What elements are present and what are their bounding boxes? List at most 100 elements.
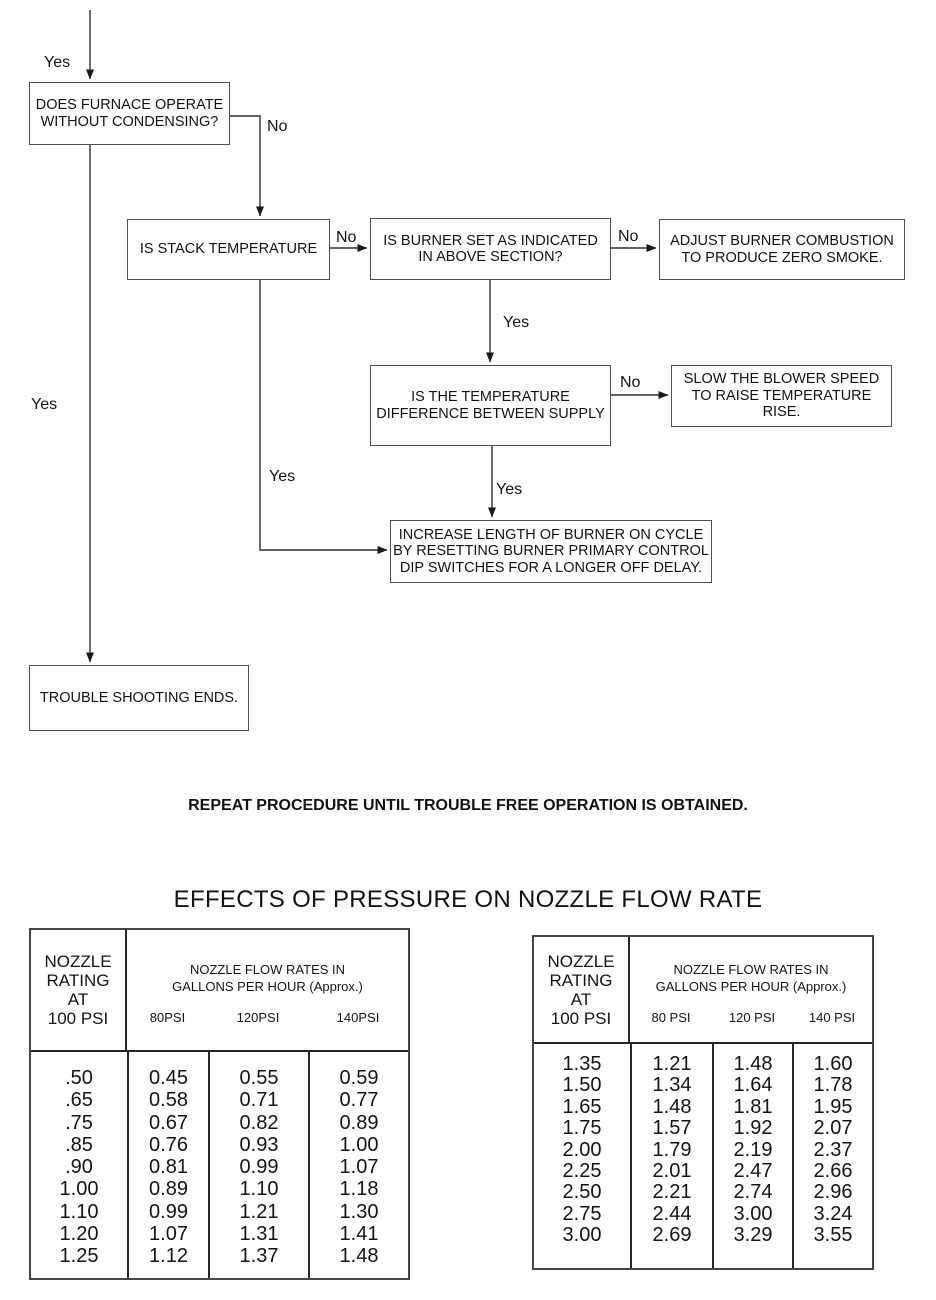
table-cell: 3.00	[562, 1224, 602, 1247]
table-cell: 0.82	[239, 1111, 279, 1134]
table-cell: 2.44	[652, 1202, 692, 1225]
table-cell: 2.00	[562, 1138, 602, 1161]
table-cell: .50	[65, 1067, 93, 1089]
table-cell: 0.93	[239, 1133, 279, 1156]
table-cell: 1.92	[733, 1117, 773, 1140]
table-cell: 0.89	[149, 1178, 188, 1201]
table-cell: 0.99	[239, 1156, 279, 1179]
table-cell: 1.60	[813, 1053, 853, 1075]
table-cell: 1.35	[562, 1053, 602, 1075]
flow-node-slow-blower: SLOW THE BLOWER SPEED TO RAISE TEMPERATU…	[671, 365, 892, 427]
table-cell: .65	[65, 1089, 93, 1112]
table-cell: 0.99	[149, 1200, 188, 1223]
table-cell: 1.48	[733, 1053, 773, 1075]
table-cell: 1.57	[652, 1117, 692, 1140]
table-cell: 0.59	[339, 1067, 379, 1089]
table-cell: 2.66	[813, 1160, 853, 1183]
table-cell: 1.41	[339, 1223, 379, 1246]
nozzle-rating-header: NOZZLE RATING AT 100 PSI	[31, 930, 127, 1050]
table-header-row: NOZZLE RATING AT 100 PSI NOZZLE FLOW RAT…	[534, 937, 872, 1044]
table-cell: .75	[65, 1111, 93, 1134]
edge-label-no-from-stack: No	[336, 229, 357, 246]
table-cell: 1.10	[239, 1178, 279, 1201]
table-cell: 1.95	[813, 1095, 853, 1118]
table-cell: 3.24	[813, 1202, 853, 1225]
nozzle-flow-table-small: NOZZLE RATING AT 100 PSI NOZZLE FLOW RAT…	[29, 928, 410, 1280]
table-cell: 1.00	[59, 1178, 99, 1201]
psi-column-headers: 80PSI 120PSI 140PSI	[127, 1010, 408, 1025]
arrow-no-furnace-to-stack	[230, 115, 264, 217]
table-cell: 1.00	[339, 1133, 379, 1156]
table-cell: 1.75	[562, 1117, 602, 1140]
table-cell: .90	[65, 1156, 93, 1179]
table-cell: 1.10	[59, 1200, 99, 1223]
table-cell: 0.76	[149, 1133, 188, 1156]
col-header-120psi: 120 PSI	[728, 1009, 776, 1025]
nozzle-rating-header: NOZZLE RATING AT 100 PSI	[534, 937, 630, 1042]
flow-node-temperature-difference: IS THE TEMPERATURE DIFFERENCE BETWEEN SU…	[370, 365, 611, 446]
flow-node-furnace-condensing: DOES FURNACE OPERATE WITHOUT CONDENSING?	[29, 82, 230, 145]
table-header-row: NOZZLE RATING AT 100 PSI NOZZLE FLOW RAT…	[31, 930, 408, 1052]
edge-label-no-from-temp-diff: No	[620, 374, 641, 391]
col-header-140psi: 140PSI	[336, 1010, 380, 1025]
table-cell: 1.48	[652, 1095, 692, 1118]
table-cell: 2.74	[733, 1181, 773, 1204]
table-cell: 1.79	[652, 1138, 692, 1161]
table-cell: .85	[65, 1133, 93, 1156]
flow-rates-header: NOZZLE FLOW RATES IN GALLONS PER HOUR (A…	[172, 962, 363, 994]
table-cell: 0.58	[149, 1089, 188, 1112]
flow-rates-header-cell: NOZZLE FLOW RATES IN GALLONS PER HOUR (A…	[127, 930, 408, 1050]
flow-node-stack-temperature: IS STACK TEMPERATURE	[127, 219, 330, 280]
table-cell: 2.01	[652, 1160, 692, 1183]
table-cell: 0.71	[239, 1089, 279, 1112]
nozzle-flow-table-large: NOZZLE RATING AT 100 PSI NOZZLE FLOW RAT…	[532, 935, 874, 1270]
table-cell: 0.55	[239, 1067, 279, 1089]
table-cell: 1.34	[652, 1074, 692, 1097]
table-cell: 1.25	[59, 1245, 99, 1268]
table-cell: 1.50	[562, 1074, 602, 1097]
edge-label-no-from-furnace: No	[267, 118, 288, 135]
flow-node-burner-set: IS BURNER SET AS INDICATED IN ABOVE SECT…	[370, 218, 611, 280]
table-cell: 1.48	[339, 1245, 379, 1268]
flow-rates-header: NOZZLE FLOW RATES IN GALLONS PER HOUR (A…	[655, 961, 847, 994]
flow-node-troubleshooting-ends: TROUBLE SHOOTING ENDS.	[29, 665, 249, 731]
edge-label-yes-from-furnace: Yes	[31, 396, 58, 413]
table-cell: 2.69	[652, 1224, 692, 1247]
table-cell: 1.78	[813, 1074, 853, 1097]
table-cell: 2.75	[562, 1202, 602, 1225]
table-cell: 1.31	[239, 1223, 279, 1246]
table-cell: 1.30	[339, 1200, 379, 1223]
edge-label-yes-from-burner-set: Yes	[503, 314, 530, 331]
col-header-80psi: 80 PSI	[651, 1009, 691, 1025]
table-cell: 2.37	[813, 1138, 853, 1161]
section-title: EFFECTS OF PRESSURE ON NOZZLE FLOW RATE	[173, 886, 763, 913]
table-cell: 1.64	[733, 1074, 773, 1097]
col-header-120psi: 120PSI	[236, 1010, 280, 1025]
flow-node-adjust-burner: ADJUST BURNER COMBUSTION TO PRODUCE ZERO…	[659, 219, 905, 280]
flow-rates-header-cell: NOZZLE FLOW RATES IN GALLONS PER HOUR (A…	[630, 937, 872, 1042]
table-cell: 1.12	[149, 1245, 188, 1268]
table-cell: 1.07	[149, 1223, 188, 1246]
col-header-140psi: 140 PSI	[808, 1009, 856, 1025]
repeat-procedure-note: REPEAT PROCEDURE UNTIL TROUBLE FREE OPER…	[188, 797, 748, 814]
table-cell: 1.21	[652, 1053, 692, 1075]
flowchart-connectors	[86, 10, 669, 663]
col-header-80psi: 80PSI	[149, 1010, 186, 1025]
edge-label-yes-from-temp-diff: Yes	[496, 481, 523, 498]
table-cell: 2.50	[562, 1181, 602, 1204]
psi-column-headers: 80 PSI 120 PSI 140 PSI	[630, 1010, 872, 1025]
table-cell: 2.19	[733, 1138, 773, 1161]
table-cell: 2.21	[652, 1181, 692, 1204]
table-cell: 3.29	[733, 1224, 773, 1247]
edge-label-no-from-burner-set: No	[618, 228, 639, 245]
table-cell: 0.89	[339, 1111, 379, 1134]
table-cell: 1.37	[239, 1245, 279, 1268]
